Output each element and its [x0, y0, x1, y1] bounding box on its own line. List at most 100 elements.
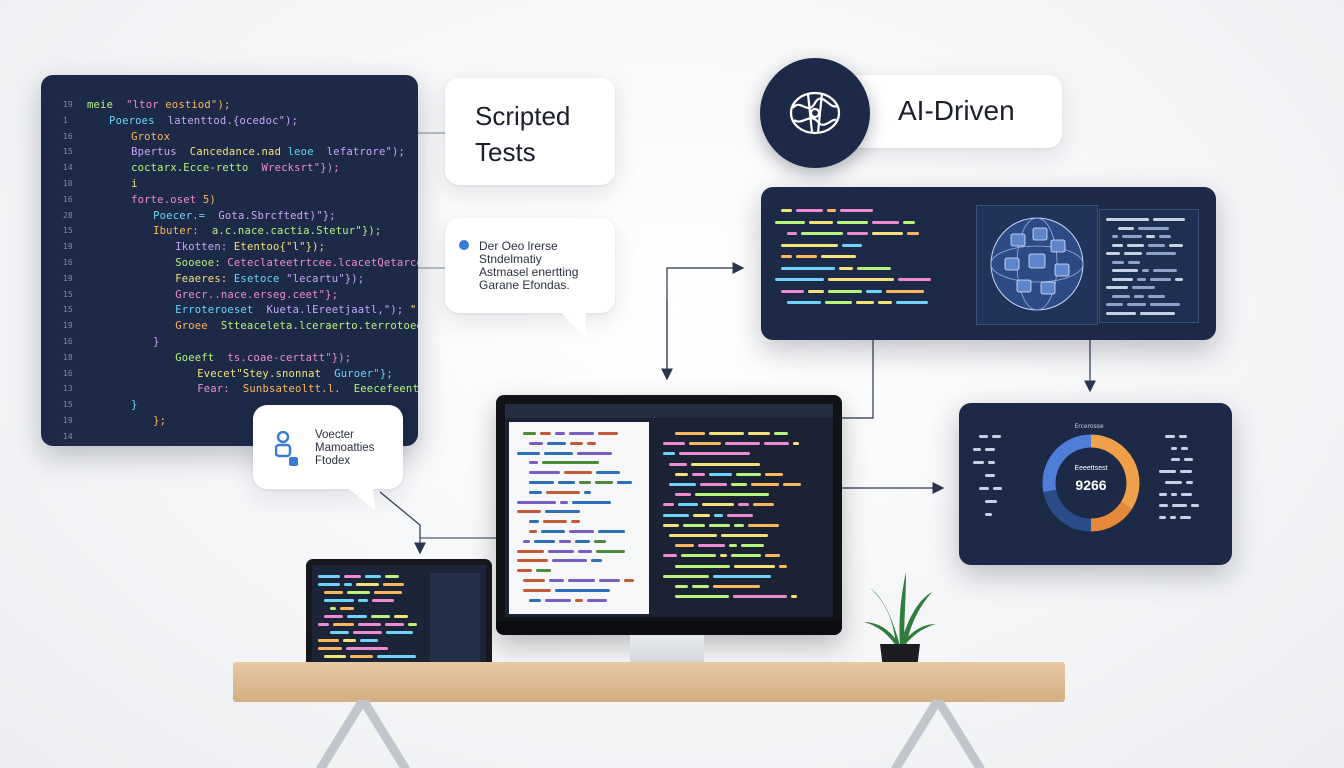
code-token	[591, 559, 602, 563]
code-token	[709, 472, 732, 476]
code-token	[1106, 311, 1136, 315]
code-token	[385, 623, 404, 626]
donut-caption: Ercerosse	[1074, 423, 1104, 430]
code-token	[1191, 504, 1199, 507]
code-token	[347, 591, 370, 594]
code-token	[529, 471, 560, 475]
code-token	[734, 564, 775, 568]
code-token	[675, 564, 730, 568]
line-number: 19	[63, 273, 73, 283]
donut-segment	[1042, 434, 1092, 493]
code-token	[1180, 469, 1192, 473]
code-token	[1165, 481, 1182, 484]
code-token	[372, 599, 394, 602]
code-token	[663, 503, 674, 507]
code-token	[374, 591, 402, 594]
code-token	[318, 639, 339, 642]
line-number: 15	[63, 305, 73, 315]
code-token	[713, 585, 760, 588]
code-line: Feaeres: Esetoce "lecartu"});	[175, 272, 365, 285]
info-dot-icon	[459, 240, 469, 250]
code-token	[857, 266, 891, 270]
code-token	[781, 243, 838, 247]
code-token	[1179, 435, 1187, 438]
code-token	[675, 493, 691, 497]
line-number: 1	[63, 115, 68, 125]
code-line: };	[153, 415, 167, 427]
code-token	[1106, 303, 1123, 306]
code-token	[517, 510, 541, 514]
code-line: Poecer.= Gota.Sbrcftedt)"};	[153, 209, 336, 222]
ai-driven-label: AI-Driven	[898, 95, 1015, 126]
code-token	[779, 564, 787, 568]
callout-line: Der Oeo lrerse	[479, 239, 558, 253]
callout-tail	[345, 486, 375, 510]
code-token	[663, 523, 679, 527]
code-token	[734, 523, 744, 527]
code-token	[907, 232, 919, 235]
code-token	[1128, 260, 1140, 264]
code-token	[324, 615, 343, 618]
code-token	[1127, 243, 1144, 247]
code-token	[558, 481, 575, 484]
code-token	[575, 598, 583, 602]
desk-legs	[316, 700, 985, 768]
code-token	[839, 266, 853, 270]
code-token	[534, 539, 555, 543]
code-token	[985, 513, 992, 516]
globe-icon	[990, 217, 1084, 311]
code-token	[584, 490, 591, 494]
line-number: 16	[63, 131, 73, 141]
code-token	[809, 220, 833, 224]
ide-right-pane	[655, 422, 829, 614]
code-token	[1112, 235, 1118, 238]
monitor-bezel	[496, 621, 842, 635]
code-token	[856, 301, 874, 304]
code-token	[781, 255, 792, 258]
code-token	[569, 432, 594, 435]
code-token	[720, 554, 727, 558]
code-token	[598, 432, 618, 435]
line-number: 15	[63, 400, 73, 410]
code-token	[523, 588, 551, 592]
code-token	[1171, 492, 1177, 496]
code-token	[599, 579, 620, 582]
line-number: 16	[63, 258, 73, 267]
code-token	[1153, 218, 1185, 221]
code-token	[709, 432, 744, 435]
code-token	[787, 232, 797, 235]
code-token	[386, 631, 413, 634]
desk-top	[233, 662, 1065, 702]
code-token	[679, 452, 750, 456]
code-token	[529, 461, 538, 465]
code-token	[709, 523, 730, 527]
code-token	[617, 481, 632, 484]
line-number: 28	[63, 210, 73, 220]
callout-line: Stndelmatiy	[479, 252, 542, 266]
code-token	[702, 503, 734, 507]
code-token	[394, 615, 408, 618]
code-token	[594, 539, 606, 543]
code-line: i	[131, 178, 138, 190]
ide-titlebar	[505, 404, 833, 418]
code-token	[663, 554, 677, 558]
code-token	[548, 549, 574, 553]
code-token	[383, 583, 404, 586]
code-token	[751, 483, 779, 486]
code-token	[559, 539, 571, 543]
arrow-to-laptop	[379, 491, 426, 555]
code-token	[1148, 243, 1165, 247]
code-token	[681, 554, 716, 558]
code-token	[898, 278, 931, 281]
code-token	[1106, 252, 1120, 255]
code-token	[517, 549, 544, 553]
laptop-side-pane	[430, 573, 480, 663]
code-token	[781, 209, 792, 212]
code-token	[714, 513, 723, 517]
code-token	[555, 432, 565, 435]
line-number: 14	[63, 163, 73, 173]
code-token	[596, 549, 625, 553]
code-token	[577, 451, 612, 455]
code-token	[543, 520, 567, 524]
code-token	[736, 472, 761, 476]
